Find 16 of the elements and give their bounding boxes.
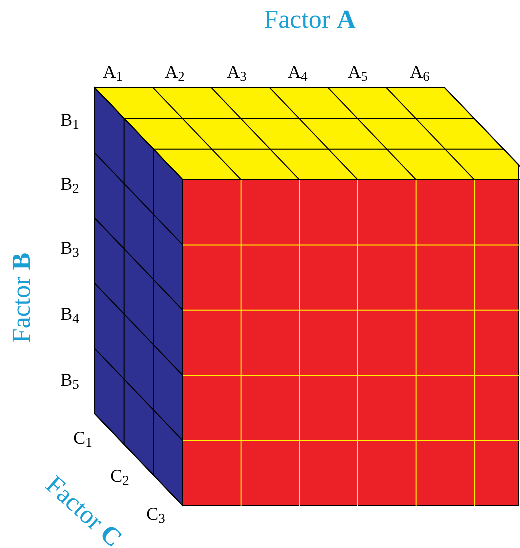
level-label: A$_{5}$ bbox=[348, 63, 368, 81]
level-label: C$_{1}$ bbox=[74, 429, 92, 447]
level-label: B$_{2}$ bbox=[60, 175, 80, 193]
level-label: A$_{2}$ bbox=[165, 63, 185, 81]
level-label: B$_{1}$ bbox=[60, 111, 80, 129]
level-label: B$_{5}$ bbox=[60, 371, 80, 389]
level-label: A$_{4}$ bbox=[288, 63, 308, 81]
level-label: A$_{6}$ bbox=[410, 63, 430, 81]
level-label: B$_{4}$ bbox=[60, 305, 80, 323]
level-label: C$_{2}$ bbox=[110, 467, 130, 485]
level-label: C$_{3}$ bbox=[146, 505, 166, 523]
axis-title: Factor A bbox=[264, 7, 356, 33]
axis-title: Factor B bbox=[9, 252, 35, 344]
level-label: A$_{3}$ bbox=[227, 63, 247, 81]
level-label: A$_{1}$ bbox=[103, 63, 123, 81]
level-label: B$_{3}$ bbox=[60, 239, 80, 257]
